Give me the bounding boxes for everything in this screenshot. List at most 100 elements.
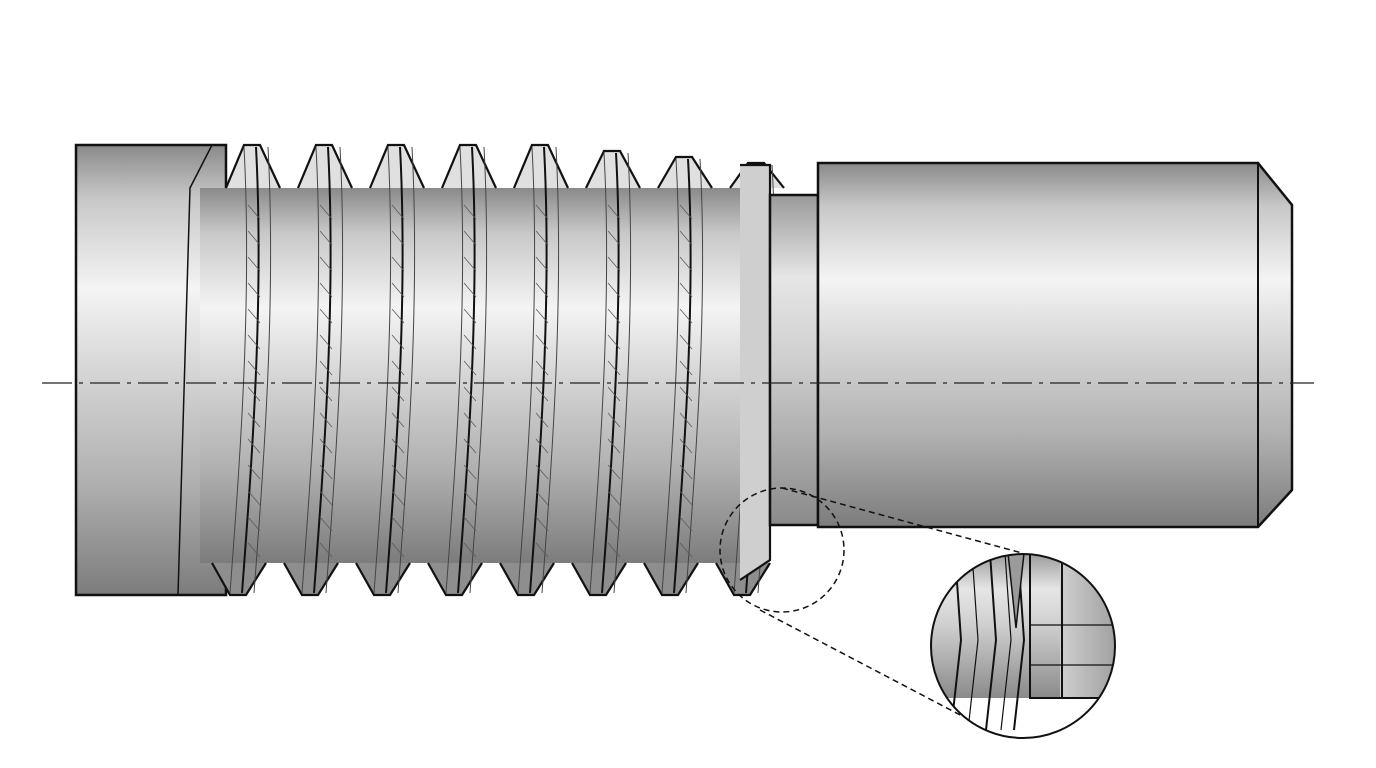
thread-flank-line (313, 146, 332, 594)
thread-hatch (247, 412, 261, 428)
thread-hatch (607, 438, 621, 454)
pin (816, 161, 1294, 529)
thread-hatch (463, 308, 477, 324)
thread-hatch (679, 412, 693, 428)
thread-crest-top (585, 149, 641, 189)
thread-hatch (319, 308, 333, 324)
thread-hatch (535, 282, 549, 298)
thread-flank-line (613, 152, 632, 594)
thread-hatch (679, 516, 693, 532)
thread-hatch (247, 204, 261, 220)
thread-hatch (535, 412, 549, 428)
thread-hatch (607, 542, 621, 558)
thread-hatch (607, 308, 621, 324)
thread-hatch (391, 308, 405, 324)
thread-hatch (679, 360, 693, 376)
thread-hatch (247, 230, 261, 246)
thread-hatch (679, 204, 693, 220)
thread-hatch (607, 490, 621, 506)
thread-hatch (463, 256, 477, 272)
thread-crest-bottom (571, 562, 627, 597)
thread-hatch (319, 542, 333, 558)
thread-crest-top (512, 143, 569, 189)
thread-hatch (319, 282, 333, 298)
thread-crest-bottom (355, 562, 411, 597)
thread-hatch (607, 256, 621, 272)
thread-hatch (391, 490, 405, 506)
thread-flank-line (541, 146, 560, 594)
thread-hatch (535, 542, 549, 558)
thread-hatch (319, 204, 333, 220)
thread-hatch (463, 360, 477, 376)
detail-thread-line (1000, 554, 1012, 731)
thread-flank-line (445, 146, 464, 594)
thread-flank-line (661, 158, 680, 594)
thread-hatch (391, 360, 405, 376)
thread-hatch (679, 308, 693, 324)
detail-thread-notch (1007, 554, 1025, 629)
thread-hatch (607, 386, 621, 402)
thread-hatch (535, 386, 549, 402)
thread-flank-line (397, 146, 416, 594)
thread-hatch (535, 334, 549, 350)
thread-hatch (247, 438, 261, 454)
thread-hatch (463, 516, 477, 532)
thread-hatch (391, 386, 405, 402)
thread-flank-line (517, 146, 536, 594)
thread-flank-line (457, 146, 476, 594)
thread-hatch (679, 256, 693, 272)
thread-hatch (607, 360, 621, 376)
relief-groove (768, 193, 820, 527)
thread-hatch (463, 334, 477, 350)
thread-hatch (463, 542, 477, 558)
thread-crest-top (296, 143, 353, 189)
thread-crest-top (368, 143, 425, 189)
thread-hatch (607, 230, 621, 246)
thread-flank-line (253, 146, 272, 594)
detail-thread-line (985, 554, 998, 731)
thread-hatch (391, 256, 405, 272)
thread-flank-line (601, 152, 620, 594)
thread-hatch (679, 230, 693, 246)
thread-hatch (679, 490, 693, 506)
thread-hatch (247, 360, 261, 376)
thread-crest-bottom (499, 562, 555, 597)
thread-flank-line (529, 146, 548, 594)
thread-hatch (679, 464, 693, 480)
thread-hatch (535, 516, 549, 532)
thread-crest-bottom (211, 562, 267, 597)
leader-line-upper (781, 487, 1023, 554)
thread-flank-line (373, 146, 392, 594)
thread-hatch (319, 386, 333, 402)
thread-hatch (319, 516, 333, 532)
thread-hatch (247, 490, 261, 506)
thread-crest-bottom (283, 562, 339, 597)
thread-hatch (247, 386, 261, 402)
detail-magnified-view (930, 553, 1116, 739)
detail-callout (719, 487, 1023, 729)
thread-crest-top (657, 155, 713, 189)
leader-line-lower (759, 609, 986, 729)
thread-hatch (247, 256, 261, 272)
thread-flank-line (385, 146, 404, 594)
thread-flank-line (301, 146, 320, 594)
thread (200, 143, 785, 597)
thread-hatch (247, 334, 261, 350)
thread-hatch (679, 386, 693, 402)
thread-runout (739, 163, 772, 581)
thread-hatch (679, 438, 693, 454)
thread-hatch (247, 464, 261, 480)
thread-hatch (319, 412, 333, 428)
thread-hatch (607, 412, 621, 428)
thread-crest-top (224, 143, 281, 189)
thread-hatch (463, 464, 477, 480)
thread-hatch (607, 204, 621, 220)
thread-hatch (319, 464, 333, 480)
thread-hatch (535, 204, 549, 220)
thread-hatch (319, 334, 333, 350)
thread-hatch (319, 490, 333, 506)
detail-magnified-frame (930, 553, 1116, 739)
thread-flank-line (469, 146, 488, 594)
thread-hatch (247, 308, 261, 324)
thread-hatch (463, 230, 477, 246)
